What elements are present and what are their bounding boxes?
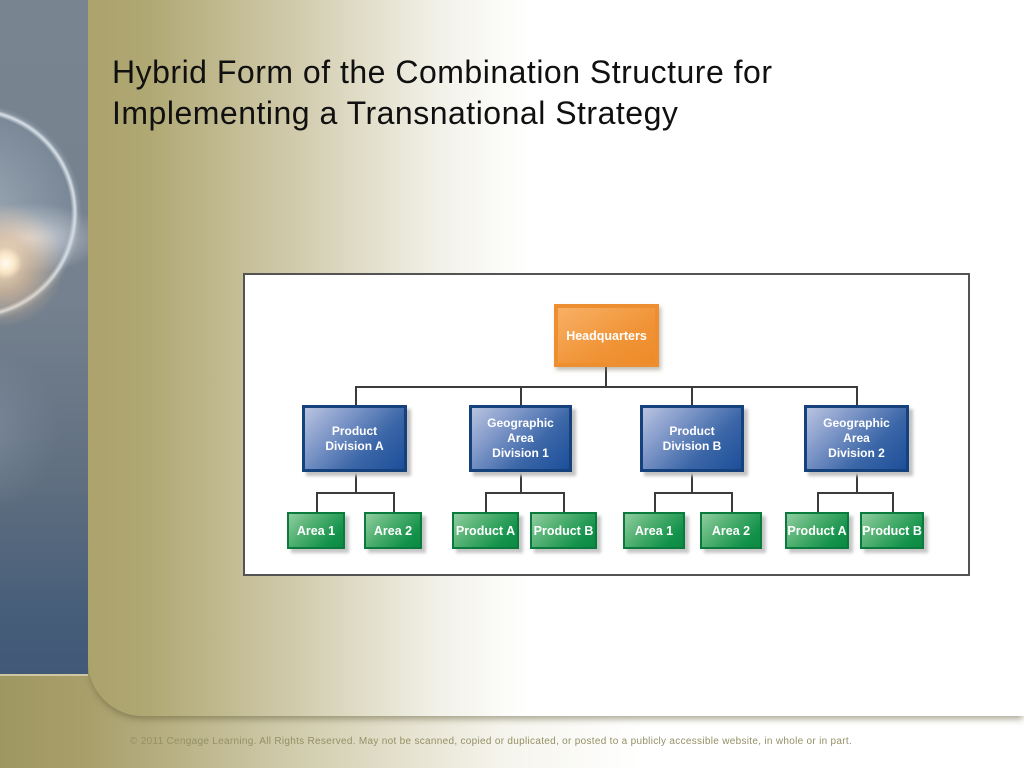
connector xyxy=(316,492,318,512)
connector xyxy=(731,492,733,512)
connector xyxy=(485,492,565,494)
connector xyxy=(856,472,858,493)
connector xyxy=(520,472,522,493)
connector xyxy=(605,367,607,386)
org-node-product-a: Product A xyxy=(785,512,849,549)
connector xyxy=(355,386,357,406)
connector xyxy=(654,492,733,494)
org-chart: Headquarters Product Division A Geograph… xyxy=(245,275,968,574)
connector xyxy=(691,386,693,406)
connector xyxy=(563,492,565,512)
connector xyxy=(892,492,894,512)
connector xyxy=(691,472,693,493)
connector xyxy=(393,492,395,512)
connector xyxy=(520,386,522,406)
org-node-product-a: Product A xyxy=(452,512,519,549)
copyright-footer: © 2011 Cengage Learning. All Rights Rese… xyxy=(130,736,853,747)
connector xyxy=(817,492,894,494)
connector xyxy=(485,492,487,512)
connector xyxy=(654,492,656,512)
connector xyxy=(355,472,357,493)
org-node-area-1: Area 1 xyxy=(287,512,345,549)
connector xyxy=(856,386,858,406)
org-node-area-2: Area 2 xyxy=(364,512,422,549)
org-node-area-2: Area 2 xyxy=(700,512,762,549)
org-node-product-division-b: Product Division B xyxy=(640,405,744,472)
globe-sidebar-image xyxy=(0,0,88,676)
org-node-geographic-area-division-1: Geographic Area Division 1 xyxy=(469,405,572,472)
org-chart-frame: Headquarters Product Division A Geograph… xyxy=(243,273,970,576)
connector xyxy=(316,492,395,494)
org-node-product-b: Product B xyxy=(860,512,924,549)
org-node-product-b: Product B xyxy=(530,512,597,549)
connector xyxy=(355,386,858,388)
org-node-geographic-area-division-2: Geographic Area Division 2 xyxy=(804,405,909,472)
org-node-product-division-a: Product Division A xyxy=(302,405,407,472)
org-node-headquarters: Headquarters xyxy=(554,304,659,367)
org-node-area-1: Area 1 xyxy=(623,512,685,549)
connector xyxy=(817,492,819,512)
slide-title: Hybrid Form of the Combination Structure… xyxy=(112,54,773,131)
